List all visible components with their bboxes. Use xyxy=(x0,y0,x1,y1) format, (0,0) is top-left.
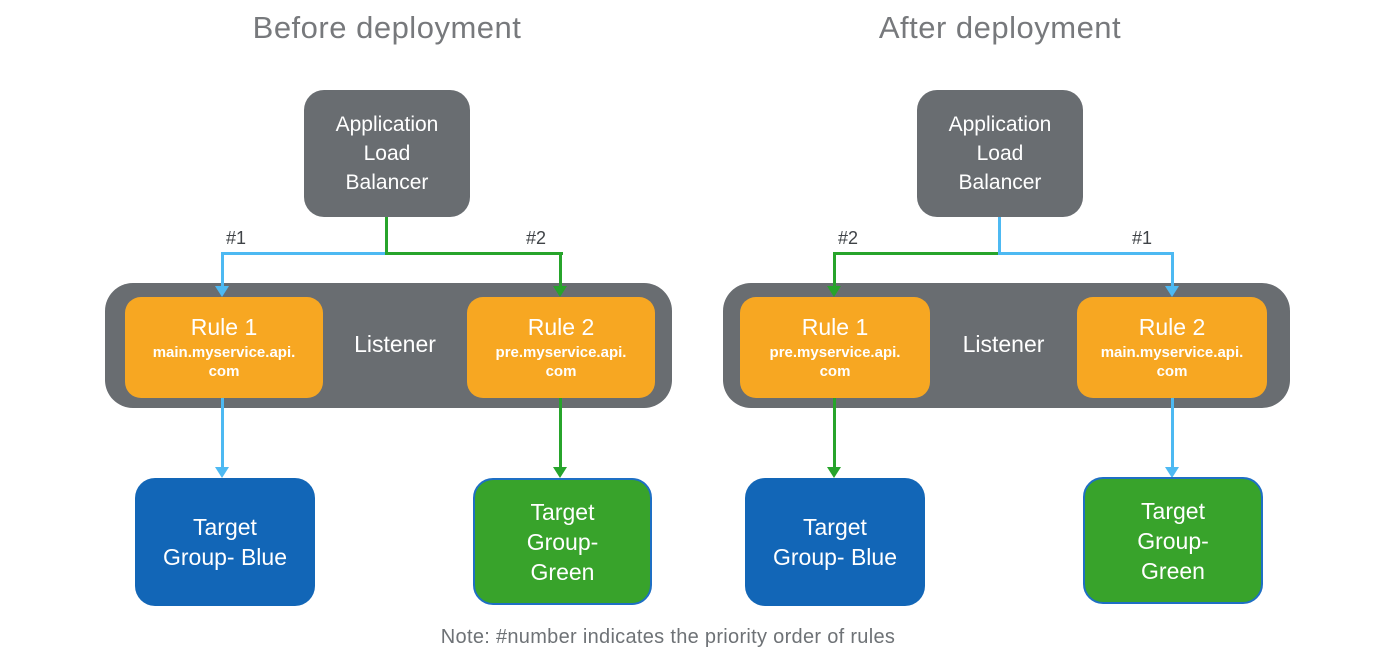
target-group-blue-label: Target Group- Blue xyxy=(772,514,897,570)
arrowhead-down-icon xyxy=(553,467,567,478)
arrowhead-down-icon xyxy=(215,467,229,478)
target-group-green-label: Target Group- Green xyxy=(1137,497,1209,584)
connector-alb-to-rule2-vertical xyxy=(1171,252,1174,288)
target-group-green-box-after: Target Group- Green xyxy=(1083,477,1263,604)
arrowhead-down-icon xyxy=(553,286,567,297)
target-group-blue-box-after: Target Group- Blue xyxy=(745,478,925,606)
rule-1-box-before: Rule 1 main.myservice.api. com xyxy=(125,297,323,398)
listener-label-before: Listener xyxy=(354,331,436,357)
connector-alb-stub xyxy=(385,217,388,255)
connector-rule2-to-green-target xyxy=(1171,398,1174,468)
connector-alb-to-rule2-horizontal xyxy=(385,252,563,255)
arrowhead-down-icon xyxy=(215,286,229,297)
listener-label-after: Listener xyxy=(962,331,1045,357)
alb-label: Application Load Balancer xyxy=(948,113,1052,194)
connector-alb-to-rule2-horizontal xyxy=(998,252,1174,255)
priority-note: Note: #number indicates the priority ord… xyxy=(440,626,896,648)
alb-label: Application Load Balancer xyxy=(335,113,439,194)
rule-host: main.myservice.api. com xyxy=(1100,344,1244,380)
connector-alb-to-rule2-vertical xyxy=(559,252,562,288)
before-deployment-title: Before deployment xyxy=(252,10,522,45)
connector-rule1-to-blue-target xyxy=(833,398,836,468)
arrowhead-down-icon xyxy=(1165,286,1179,297)
rule-name: Rule 1 xyxy=(190,314,258,340)
connector-alb-stub xyxy=(998,217,1001,255)
alb-box-before: Application Load Balancer xyxy=(304,90,470,217)
alb-box-after: Application Load Balancer xyxy=(917,90,1083,217)
rule-name: Rule 2 xyxy=(527,314,595,340)
target-group-blue-label: Target Group- Blue xyxy=(162,514,287,570)
arrowhead-down-icon xyxy=(827,286,841,297)
connector-rule1-to-blue-target xyxy=(221,398,224,468)
priority-label-rule2-before: #2 xyxy=(526,228,547,248)
connector-alb-to-rule1-horizontal xyxy=(222,252,387,255)
rule-name: Rule 2 xyxy=(1138,314,1206,340)
after-deployment-title: After deployment xyxy=(878,10,1122,45)
rule-host: pre.myservice.api. com xyxy=(769,344,901,380)
connector-alb-to-rule1-vertical xyxy=(833,252,836,288)
priority-label-rule1-after: #2 xyxy=(838,228,859,248)
rule-name: Rule 1 xyxy=(801,314,869,340)
priority-label-rule1-before: #1 xyxy=(226,228,247,248)
rule-2-box-before: Rule 2 pre.myservice.api. com xyxy=(467,297,655,398)
arrowhead-down-icon xyxy=(827,467,841,478)
connector-rule2-to-green-target xyxy=(559,398,562,468)
priority-label-rule2-after: #1 xyxy=(1132,228,1153,248)
connector-alb-to-rule1-horizontal xyxy=(834,252,1000,255)
arrowhead-down-icon xyxy=(1165,467,1179,478)
target-group-blue-box-before: Target Group- Blue xyxy=(135,478,315,606)
rule-2-box-after: Rule 2 main.myservice.api. com xyxy=(1077,297,1267,398)
connector-alb-to-rule1-vertical xyxy=(221,252,224,288)
target-group-green-label: Target Group- Green xyxy=(526,498,599,585)
rule-1-box-after: Rule 1 pre.myservice.api. com xyxy=(740,297,930,398)
rule-host: pre.myservice.api. com xyxy=(495,344,627,380)
target-group-green-box-before: Target Group- Green xyxy=(473,478,652,605)
rule-host: main.myservice.api. com xyxy=(152,344,296,380)
